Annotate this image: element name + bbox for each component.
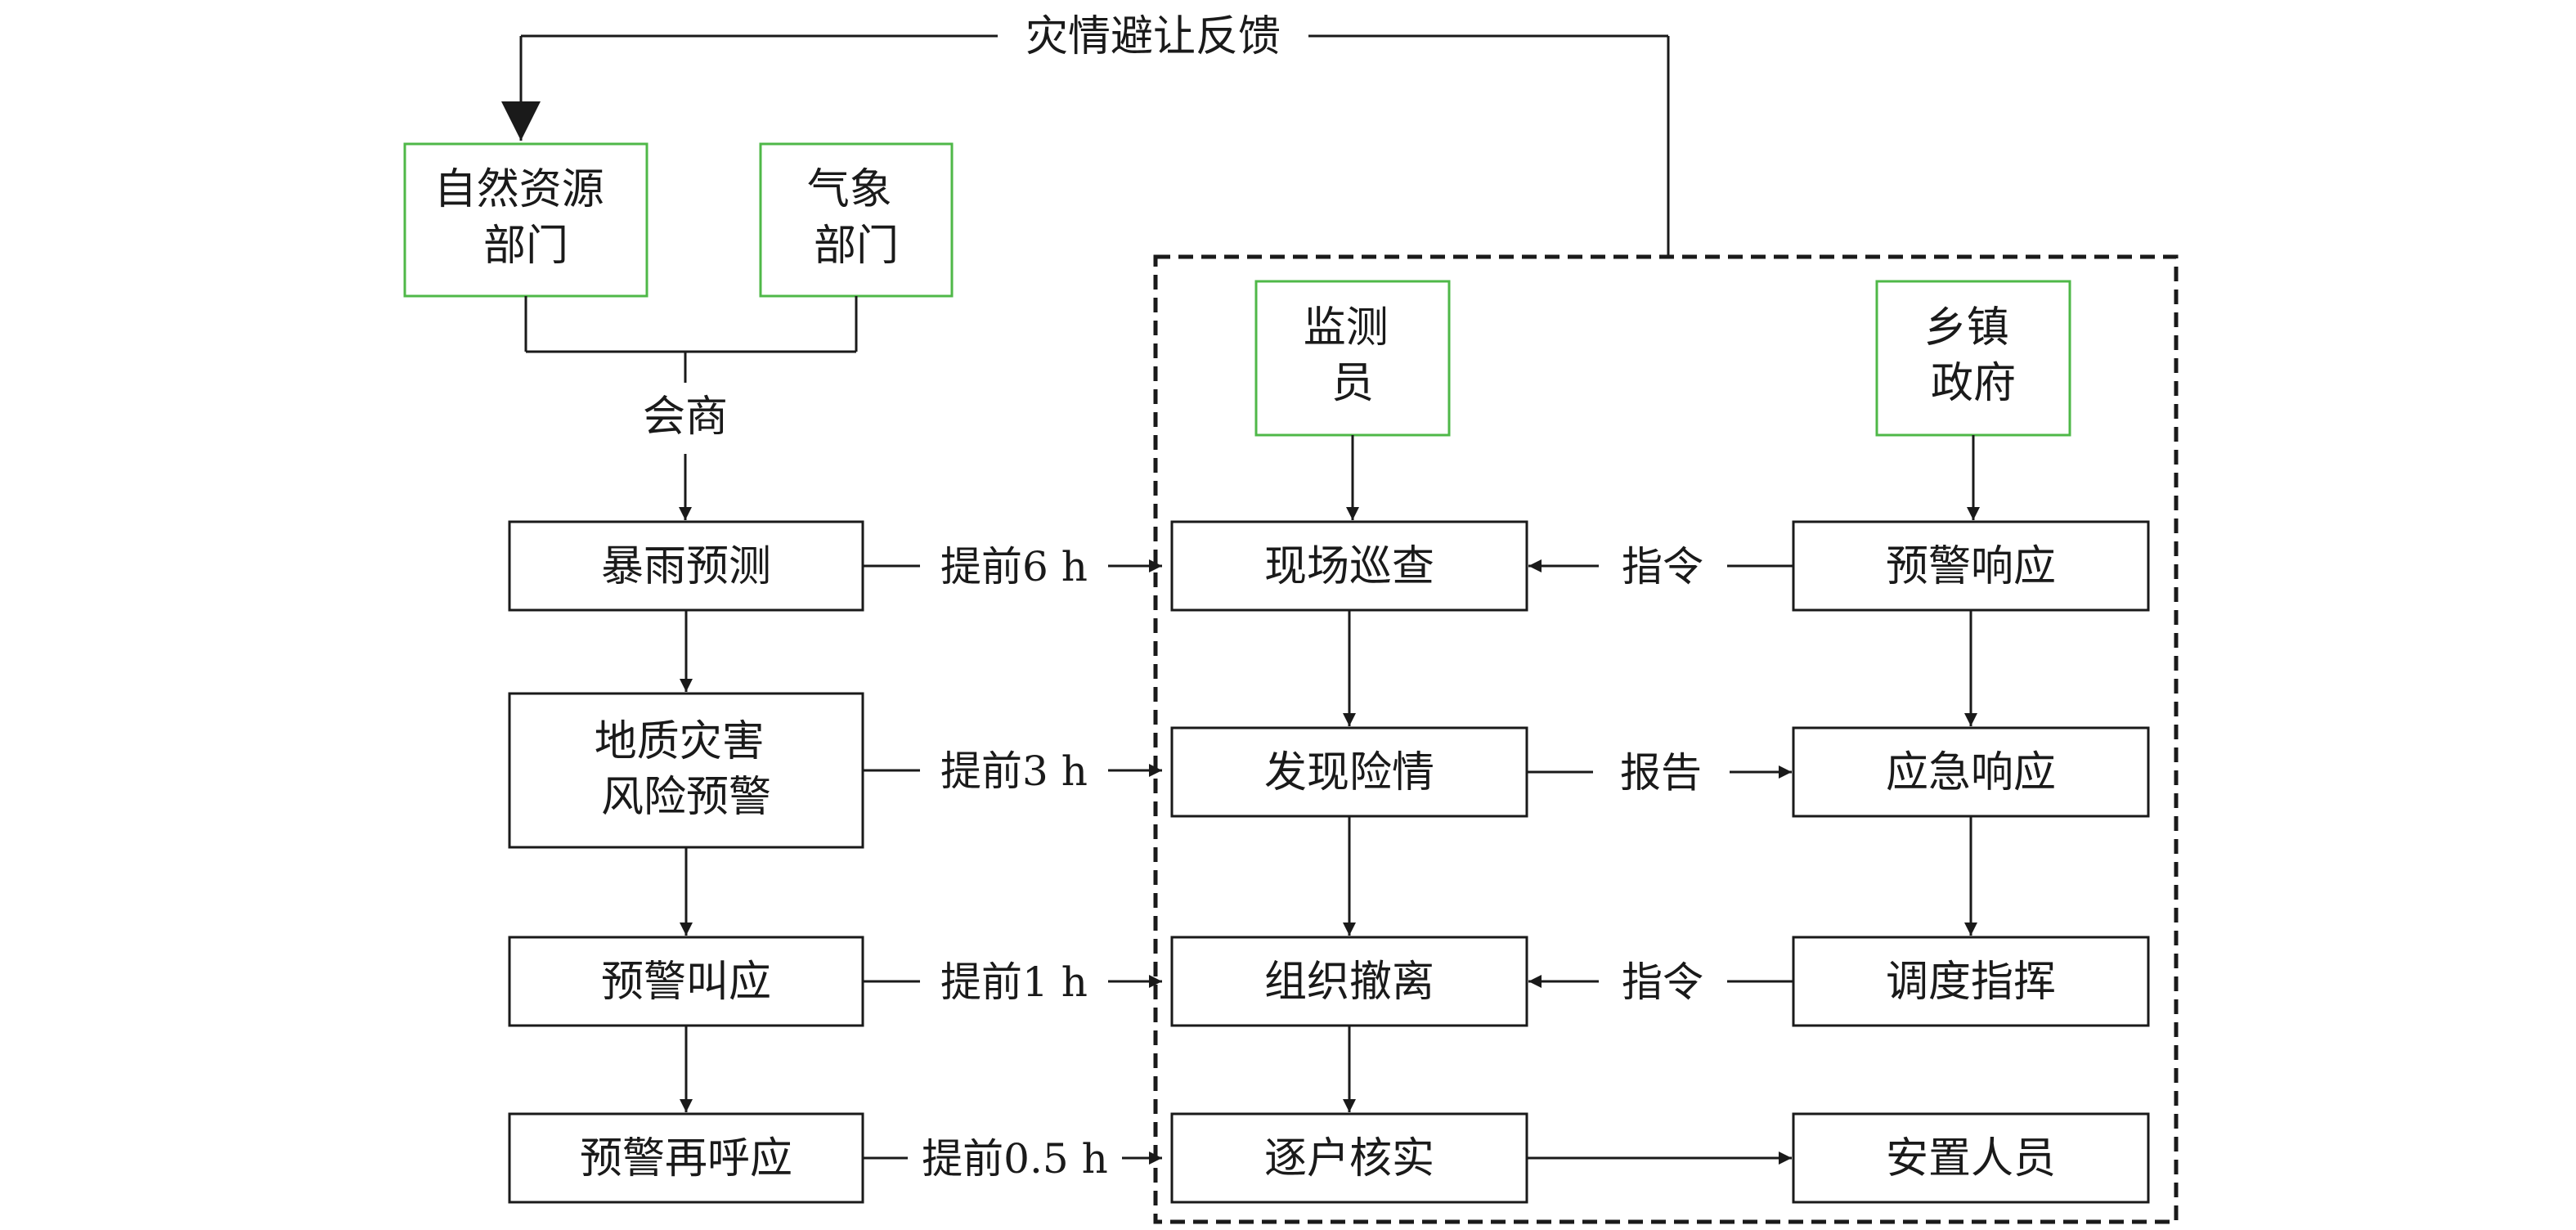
consult-label: 会商: [643, 393, 728, 442]
step-box-warning-call: 预警叫应: [508, 936, 864, 1027]
lead-time-0-5h: 提前0.5 h: [922, 1135, 1108, 1183]
svg-text:组织撤离: 组织撤离: [1264, 958, 1434, 1007]
right-column-arrows: [1964, 435, 1980, 936]
local-response-dashed-frame: [1153, 254, 2179, 1224]
agency-box-township: 乡镇 政府: [1875, 280, 2071, 437]
svg-text:预警响应: 预警响应: [1886, 542, 2056, 591]
step-label: 暴雨预测: [601, 542, 771, 591]
step-box-warning-recall: 预警再呼应: [508, 1112, 864, 1204]
step-box-rain-forecast: 暴雨预测: [508, 520, 864, 612]
step-label: 应急响应: [1886, 748, 2056, 797]
lead-time-3h: 提前3 h: [940, 747, 1088, 795]
svg-text:监测 员: 监测 员: [1304, 303, 1402, 408]
step-label: 地质灾害: [595, 717, 765, 766]
agency-box-monitor: 监测 员: [1254, 280, 1451, 437]
step-box-site-patrol: 现场巡查: [1170, 520, 1528, 612]
agency-label-line: 员: [1331, 359, 1374, 408]
svg-text:预警叫应: 预警叫应: [601, 958, 771, 1007]
step-box-door-check: 逐户核实: [1170, 1112, 1528, 1204]
agency-box-natural-resources: 自然资源 部门: [403, 142, 648, 298]
step-label: 预警响应: [1886, 542, 2056, 591]
consult-connector: [524, 296, 858, 520]
step-label: 发现险情: [1264, 748, 1434, 797]
feedback-label: 灾情避让反馈: [1025, 12, 1281, 61]
feedback-loop: [501, 34, 1670, 257]
step-box-evacuation: 组织撤离: [1170, 936, 1528, 1027]
svg-text:预警再呼应: 预警再呼应: [580, 1134, 792, 1183]
step-label: 现场巡查: [1264, 542, 1434, 591]
agency-label-line: 乡镇: [1924, 303, 2009, 352]
edge-label-report: 报告: [1620, 749, 1702, 797]
cross-connectors: [1527, 559, 1793, 1165]
agency-box-meteorology: 气象 部门: [759, 142, 954, 298]
svg-text:气象 部门: 气象 部门: [807, 165, 906, 271]
step-box-hazard-warning: 地质灾害 风险预警: [508, 692, 864, 849]
agency-label-line: 部门: [483, 222, 568, 271]
svg-text:暴雨预测: 暴雨预测: [601, 542, 771, 591]
svg-text:调度指挥: 调度指挥: [1886, 958, 2056, 1007]
step-box-warning-response: 预警响应: [1792, 520, 2150, 612]
agency-label-line: 监测: [1304, 303, 1389, 352]
step-label: 逐户核实: [1264, 1134, 1434, 1183]
agency-label-line: 部门: [814, 222, 899, 271]
lead-time-connectors: [863, 559, 1162, 1165]
svg-text:逐户核实: 逐户核实: [1264, 1134, 1434, 1183]
step-box-danger-found: 发现险情: [1170, 726, 1528, 818]
lead-time-6h: 提前6 h: [940, 543, 1088, 590]
svg-text:安置人员: 安置人员: [1886, 1134, 2056, 1183]
edge-label-command-1: 指令: [1622, 543, 1703, 590]
step-box-dispatch: 调度指挥: [1792, 936, 2150, 1027]
middle-column-arrows: [1343, 435, 1359, 1112]
svg-text:乡镇 政府: 乡镇 政府: [1924, 303, 2023, 408]
svg-text:发现险情: 发现险情: [1264, 748, 1434, 797]
svg-text:地质灾害 风险预警: 地质灾害 风险预警: [595, 717, 779, 822]
lead-time-1h: 提前1 h: [940, 958, 1088, 1006]
step-label: 安置人员: [1886, 1134, 2056, 1183]
svg-text:应急响应: 应急响应: [1886, 748, 2056, 797]
step-label: 组织撤离: [1264, 958, 1434, 1007]
step-label: 风险预警: [601, 773, 771, 822]
step-label: 调度指挥: [1886, 958, 2056, 1007]
agency-label-line: 政府: [1931, 359, 2016, 408]
step-box-emergency-response: 应急响应: [1792, 726, 2150, 818]
svg-text:现场巡查: 现场巡查: [1264, 542, 1434, 591]
agency-label-line: 自然资源: [434, 165, 604, 214]
step-box-resettle: 安置人员: [1792, 1112, 2150, 1204]
step-label: 预警叫应: [601, 958, 771, 1007]
edge-label-command-2: 指令: [1622, 958, 1703, 1006]
agency-label-line: 气象: [807, 165, 892, 214]
svg-text:自然资源 部门: 自然资源 部门: [434, 165, 618, 271]
step-label: 预警再呼应: [580, 1134, 792, 1183]
